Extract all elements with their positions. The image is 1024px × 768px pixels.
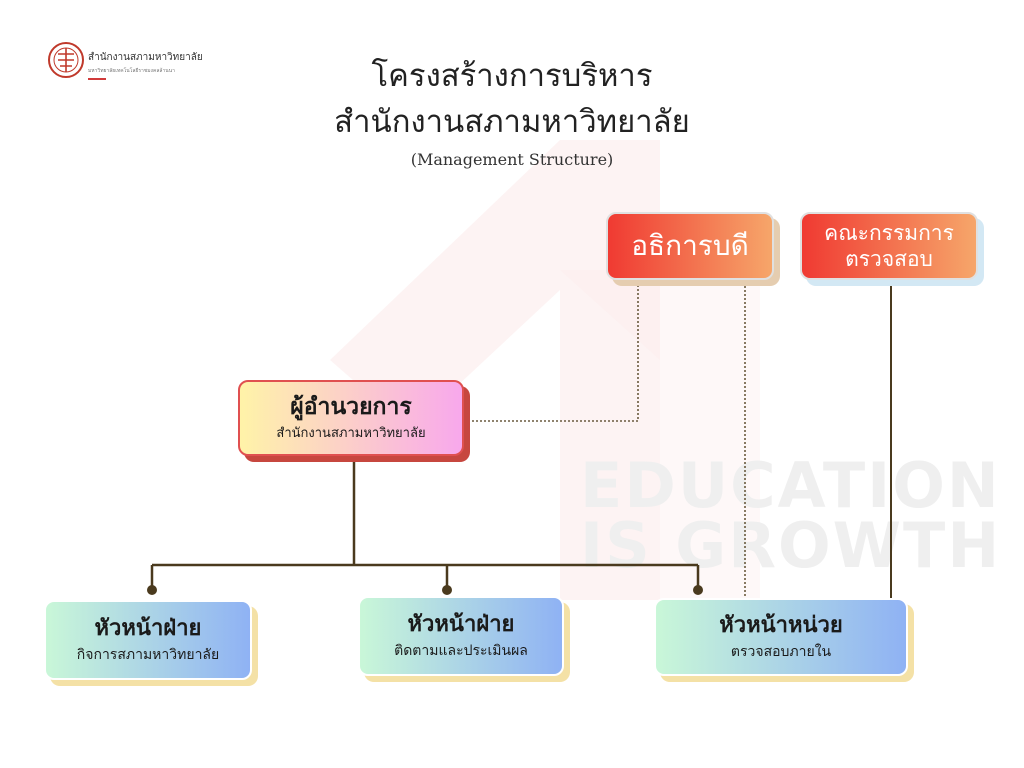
page-subtitle: (Management Structure) xyxy=(410,150,614,169)
watermark-line1: EDUCATION xyxy=(580,449,1001,522)
director-subtitle: สำนักงานสภามหาวิทยาลัย xyxy=(276,426,426,442)
monitoring-subtitle: ติดตามและประเมินผล xyxy=(394,642,528,659)
affairs-subtitle: กิจการสภามหาวิทยาลัย xyxy=(76,646,220,663)
audit-committee-title-line2: ตรวจสอบ xyxy=(845,247,933,271)
vice-president-title: อธิการบดี xyxy=(631,229,749,262)
audit-committee-title-line1: คณะกรรมการ xyxy=(824,220,954,245)
audit-unit-subtitle: ตรวจสอบภายใน xyxy=(730,643,832,660)
dotted-line-director-to-vp xyxy=(468,286,639,422)
affairs-title: หัวหน้าฝ่าย xyxy=(94,616,202,642)
director-box[interactable]: ผู้อำนวยการ สำนักงานสภามหาวิทยาลัย xyxy=(238,380,464,456)
vice-president-box[interactable]: อธิการบดี xyxy=(606,212,774,280)
division-head-affairs-box[interactable]: หัวหน้าฝ่าย กิจการสภามหาวิทยาลัย xyxy=(44,600,252,680)
logo-text: สำนักงานสภามหาวิทยาลัย มหาวิทยาลัยเทคโนโ… xyxy=(88,50,203,80)
audit-unit-title: หัวหน้าหน่วย xyxy=(719,613,843,639)
logo-underline xyxy=(88,78,106,80)
monitoring-title: หัวหน้าฝ่าย xyxy=(407,612,515,638)
page-title-line2: สำนักงานสภามหาวิทยาลัย xyxy=(334,104,690,140)
page-title-line1: โครงสร้างการบริหาร xyxy=(371,58,653,94)
logo-main-text: สำนักงานสภามหาวิทยาลัย xyxy=(88,52,203,63)
logo-sub-text: มหาวิทยาลัยเทคโนโลยีราชมงคลล้านนา xyxy=(88,68,175,74)
connector-dot-audit xyxy=(693,585,703,595)
division-head-monitoring-box[interactable]: หัวหน้าฝ่าย ติดตามและประเมินผล xyxy=(358,596,564,676)
director-title: ผู้อำนวยการ xyxy=(290,393,412,420)
unit-head-audit-box[interactable]: หัวหน้าหน่วย ตรวจสอบภายใน xyxy=(654,598,908,676)
audit-committee-box[interactable]: คณะกรรมการ ตรวจสอบ xyxy=(800,212,978,280)
connector-dot-monitoring xyxy=(442,585,452,595)
connector-dot-affairs xyxy=(147,585,157,595)
university-seal-logo xyxy=(48,42,84,78)
